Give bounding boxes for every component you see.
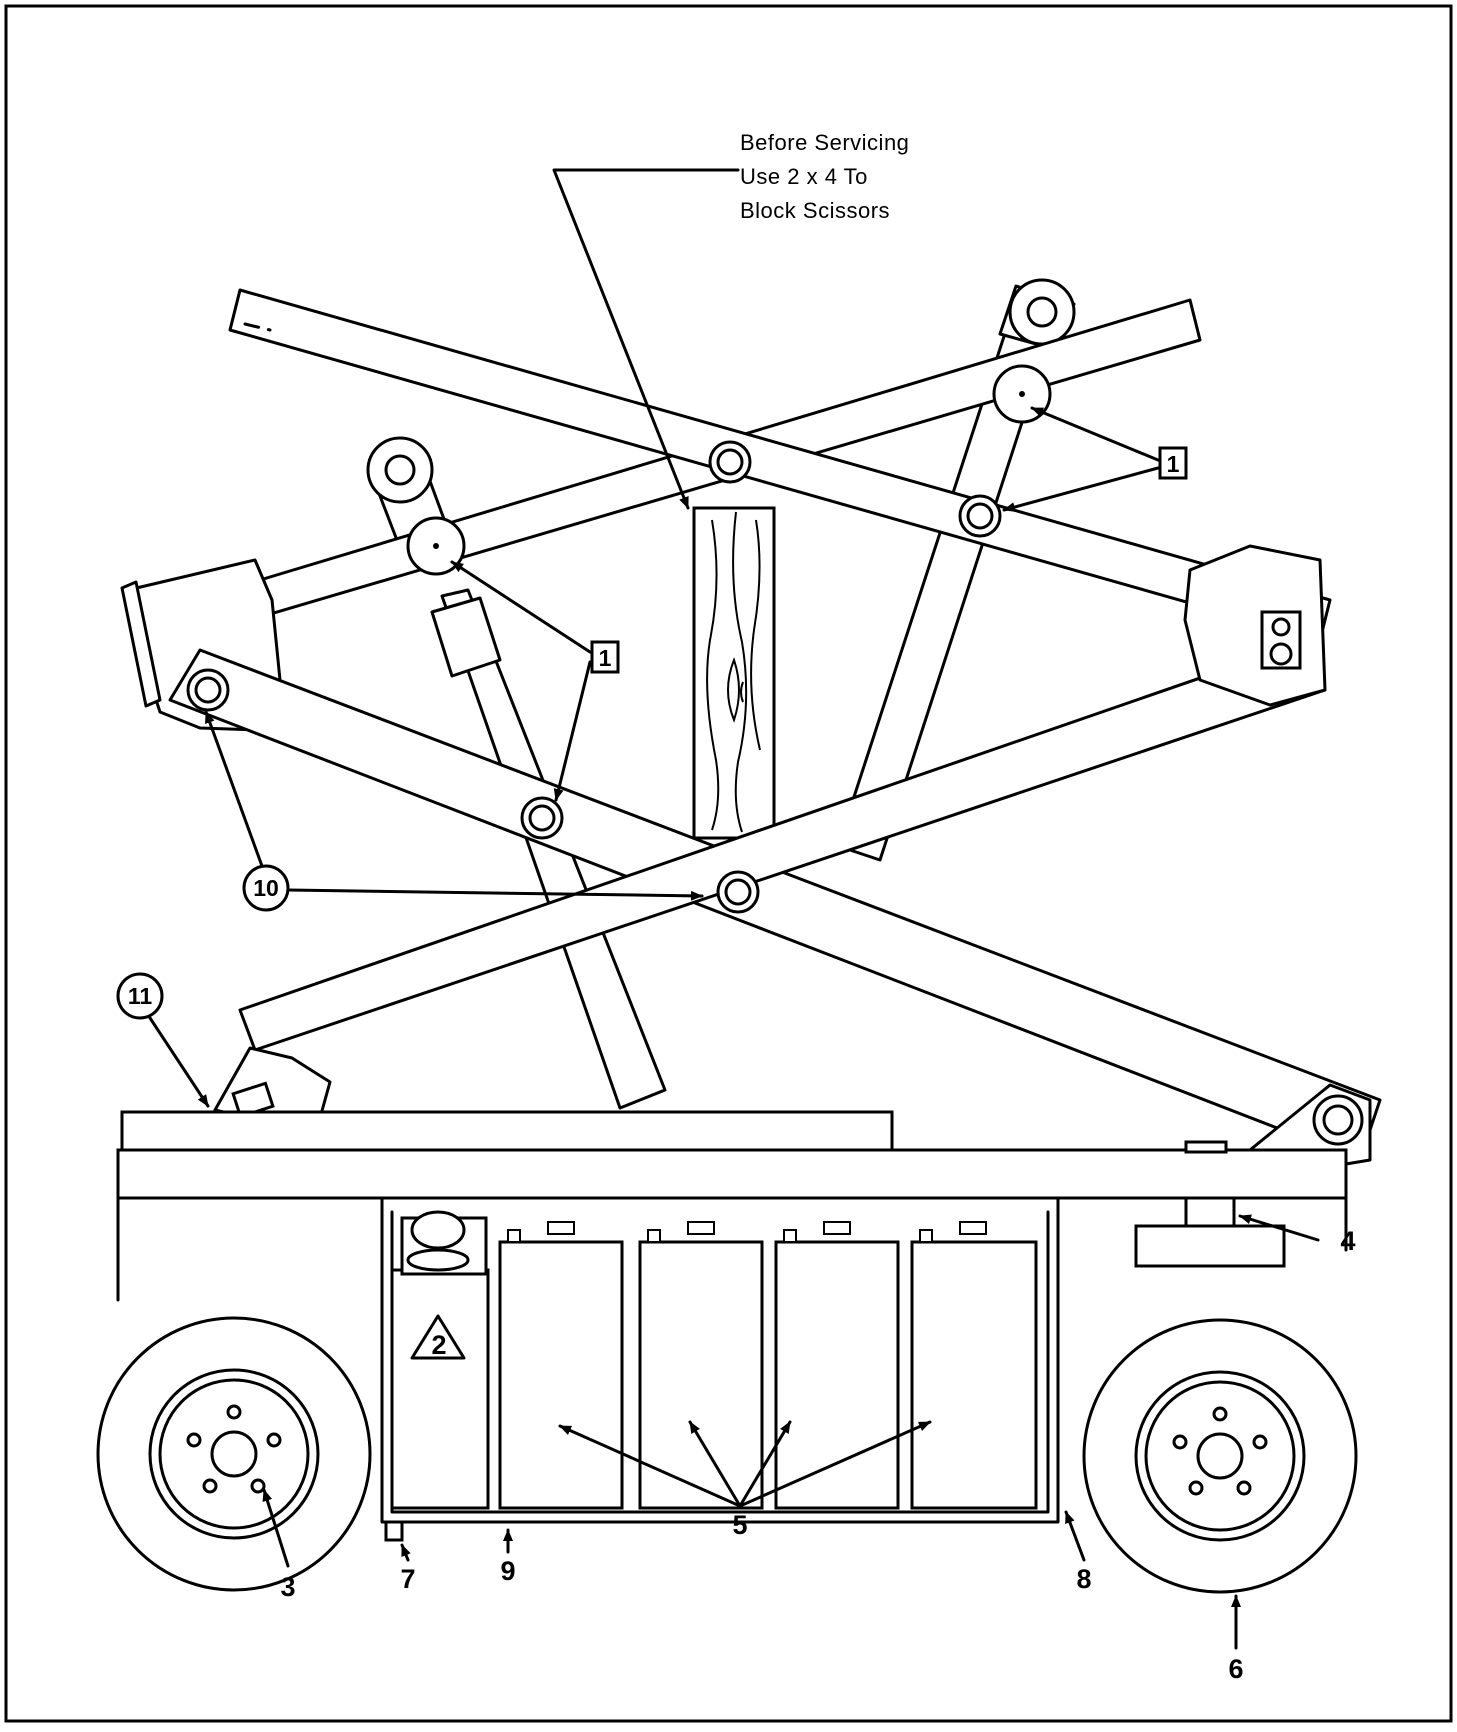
callout-2: 2 <box>431 1330 446 1360</box>
scissor-linkage <box>120 278 1382 1167</box>
batteries <box>498 1221 1038 1510</box>
drain-plug <box>384 1520 404 1542</box>
right-end-bracket <box>1183 544 1327 707</box>
battery-compartment <box>380 1196 1060 1524</box>
callout-circle-10 <box>242 864 290 912</box>
lower-arm-rising <box>238 638 1327 1052</box>
top-arm-falling <box>228 288 1332 642</box>
callout-4: 4 <box>1340 1226 1355 1256</box>
callout-labels: 1 1 10 11 2 3 4 5 6 7 8 9 <box>116 446 1356 1684</box>
callout-box-1-upper <box>1158 446 1188 480</box>
front-wheel <box>96 1316 372 1592</box>
chassis-frame <box>116 1148 1348 1200</box>
reservoir-triangle-icon <box>410 1314 466 1360</box>
callout-8: 8 <box>1076 1564 1091 1594</box>
callout-5: 5 <box>732 1510 747 1540</box>
leader-lines <box>148 406 1320 1650</box>
callout-9: 9 <box>500 1556 515 1586</box>
page-border <box>4 4 1453 1723</box>
callout-6: 6 <box>1228 1654 1243 1684</box>
callout-7: 7 <box>400 1564 415 1594</box>
callout-1-lower: 1 <box>599 645 612 671</box>
note-line-3: Block Scissors <box>740 198 890 223</box>
chassis <box>116 1110 1348 1542</box>
note-line-2: Use 2 x 4 To <box>740 164 868 189</box>
callout-11: 11 <box>128 983 153 1009</box>
service-note: Before Servicing Use 2 x 4 To Block Scis… <box>552 130 909 510</box>
pivot-pins <box>186 364 1052 914</box>
callout-3: 3 <box>280 1572 295 1602</box>
callout-box-1-lower <box>590 640 620 674</box>
drive-motor-housing <box>1134 1224 1286 1268</box>
lower-arm-falling <box>168 648 1382 1162</box>
platform-deck <box>120 1110 894 1152</box>
callout-circle-11 <box>116 972 164 1020</box>
callout-1-upper: 1 <box>1167 451 1180 477</box>
callout-10: 10 <box>253 875 279 901</box>
note-line-1: Before Servicing <box>740 130 909 155</box>
rear-wheel <box>1082 1318 1358 1594</box>
hydraulic-reservoir <box>390 1268 490 1510</box>
